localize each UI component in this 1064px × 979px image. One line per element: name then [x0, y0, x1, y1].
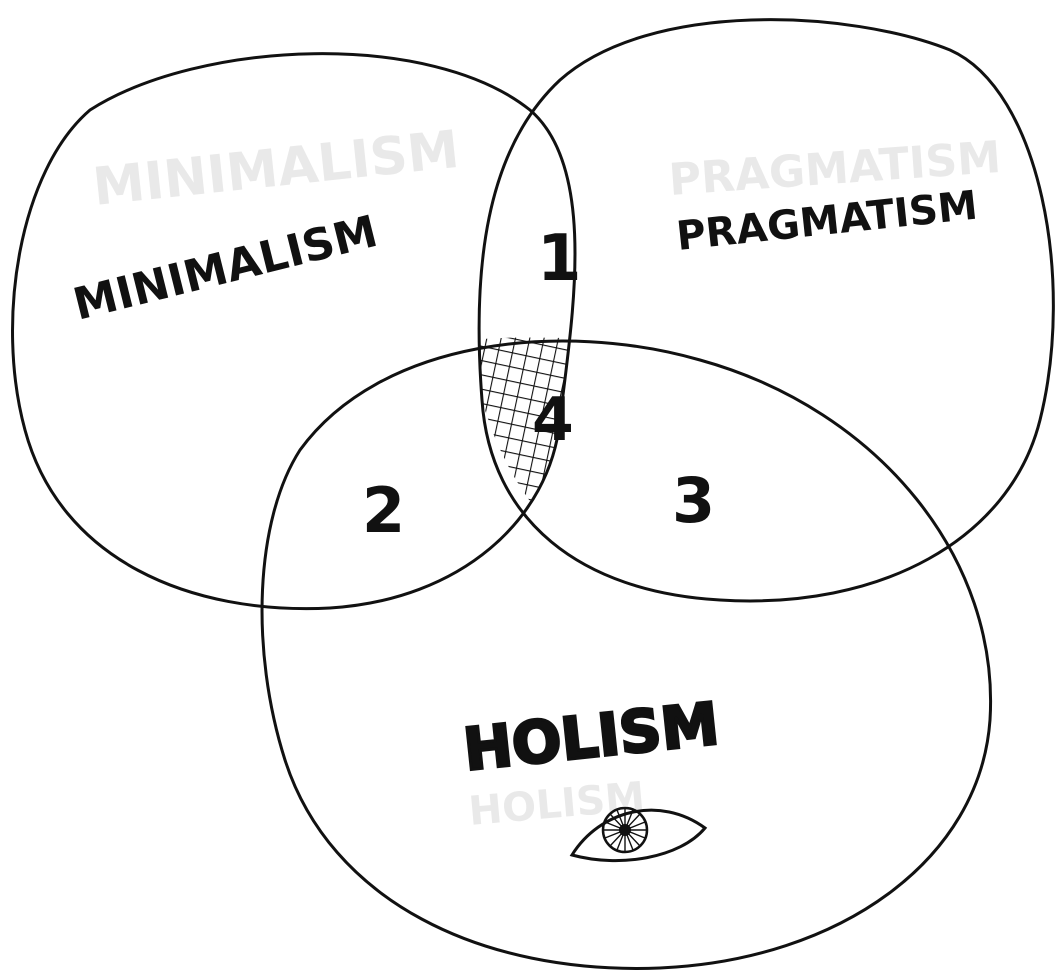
- minimalism-label: MINIMALISM: [68, 206, 382, 331]
- holism-label: HOLISM: [460, 690, 722, 784]
- pragmatism-circle: [479, 20, 1053, 601]
- region-3-label: 3: [672, 464, 715, 537]
- region-2-label: 2: [362, 474, 405, 547]
- holism-circle: [262, 341, 991, 968]
- region-1-label: 1: [537, 222, 582, 296]
- svg-text:HOLISM: HOLISM: [467, 774, 647, 835]
- svg-text:MINIMALISM: MINIMALISM: [90, 120, 462, 218]
- region-4-label: 4: [532, 385, 574, 455]
